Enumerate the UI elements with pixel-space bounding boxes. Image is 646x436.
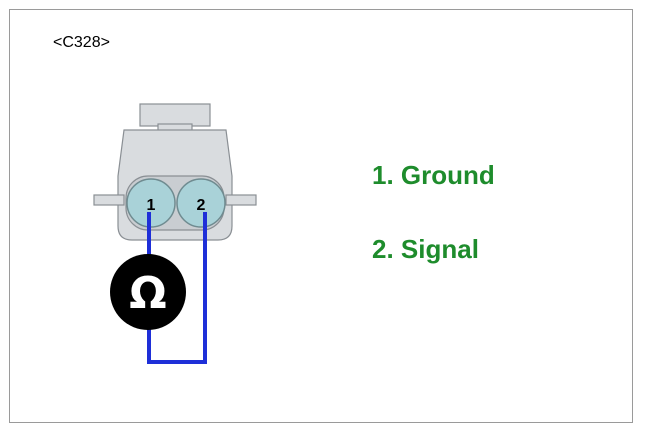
- connector-housing: [93, 103, 257, 241]
- legend-pin-2: 2. Signal: [372, 234, 479, 264]
- ohmmeter-body: [110, 254, 186, 330]
- pin-2-terminal: [176, 178, 226, 228]
- connector-pins: 1 2: [126, 178, 226, 228]
- ohm-symbol: Ω: [129, 268, 166, 319]
- connector-id: <C328>: [53, 34, 110, 51]
- legend-pin-1: 1. Ground: [372, 160, 495, 190]
- connector-flange-right: [225, 194, 257, 206]
- connector-latch: [139, 103, 211, 127]
- pin-2-label: 2: [197, 197, 206, 214]
- diagram-frame: [9, 9, 633, 423]
- connector-flange-left: [93, 194, 125, 206]
- pin-1-label: 1: [147, 197, 156, 214]
- ohmmeter-icon: Ω: [110, 254, 186, 330]
